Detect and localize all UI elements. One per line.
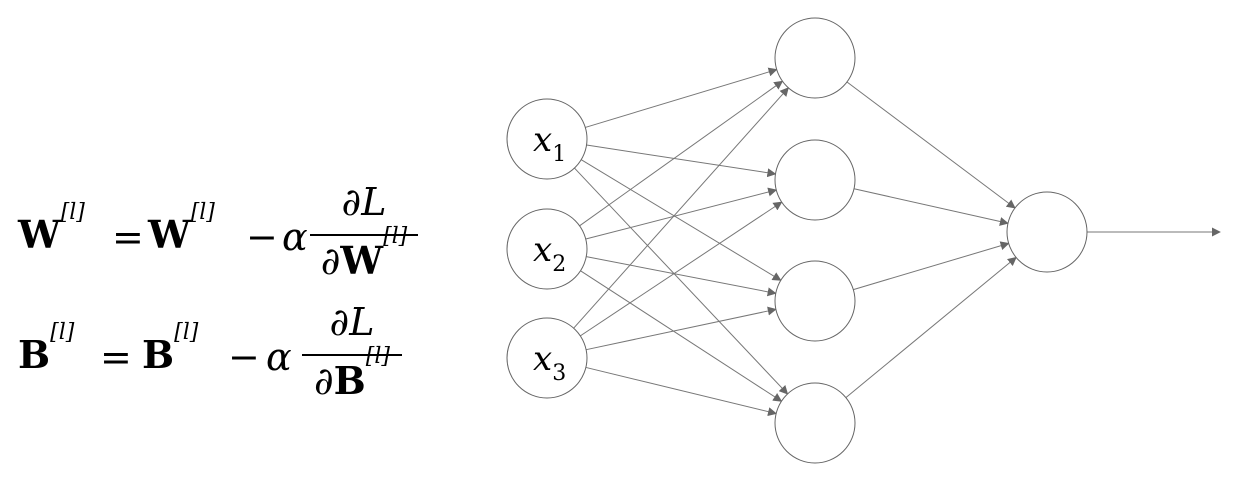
eq2-numerator: ∂L (329, 300, 375, 344)
eq2-fraction-bar (302, 354, 402, 356)
input-node-3 (506, 317, 588, 399)
eq1-lhs-sup: [l] (60, 200, 85, 225)
eq2-denominator: ∂B[l] (300, 344, 404, 403)
eq2-equals: = (100, 335, 132, 379)
eq2-rhs-sup: [l] (174, 320, 199, 345)
eq1-alpha: α (282, 215, 308, 259)
eq2-den-symbol: B (333, 358, 366, 403)
edge-hidden-2-output (853, 188, 1009, 226)
eq1-fraction: ∂L ∂W[l] (308, 180, 420, 290)
eq1-fraction-bar (310, 234, 418, 236)
output-node (1006, 191, 1088, 273)
edge-input-1-hidden-3 (580, 159, 782, 281)
update-equations: W[l] = W[l] − α ∂L ∂W[l] B[l] = B[l] − α… (18, 180, 438, 420)
edge-input-2-hidden-2 (585, 187, 778, 240)
edge-input-3-hidden-1 (573, 87, 789, 329)
eq2-fraction: ∂L ∂B[l] (300, 300, 404, 410)
eq1-den-sup: [l] (383, 224, 408, 249)
weight-update-equation: W[l] = W[l] − α ∂L ∂W[l] (18, 180, 438, 290)
edge-hidden-4-output (845, 256, 1017, 398)
edge-hidden-1-output (846, 81, 1016, 209)
eq1-lhs: W[l] (18, 202, 85, 254)
eq2-alpha: α (266, 335, 292, 379)
edge-input-1-hidden-4 (574, 167, 789, 395)
eq1-lhs-symbol: W (18, 212, 61, 257)
eq1-den-prefix: ∂ (320, 239, 341, 283)
eq2-minus: − (228, 335, 260, 379)
edge-hidden-3-output (853, 241, 1010, 291)
eq1-rhs: W[l] (148, 202, 215, 254)
eq1-denominator: ∂W[l] (308, 224, 420, 283)
hidden-node-2 (774, 139, 856, 221)
edge-input-3-hidden-4 (585, 366, 778, 417)
edge-input-1-hidden-2 (586, 144, 777, 178)
hidden-node-4 (774, 382, 856, 464)
eq2-den-prefix: ∂ (314, 359, 334, 403)
edge-input-1-hidden-1 (585, 67, 778, 128)
eq1-den-symbol: W (340, 238, 384, 283)
hidden-node-3 (774, 260, 856, 342)
edge-input-3-hidden-2 (580, 201, 783, 337)
input-node-2 (506, 208, 588, 290)
input-node-1 (506, 98, 588, 180)
eq1-numerator: ∂L (341, 180, 387, 224)
edge-input-2-hidden-3 (586, 256, 777, 297)
eq2-rhs: B[l] (142, 322, 198, 374)
network-edges (573, 67, 1221, 417)
eq2-lhs: B[l] (18, 322, 74, 374)
eq2-lhs-symbol: B (18, 332, 51, 377)
eq1-equals: = (112, 215, 144, 259)
eq1-rhs-symbol: W (148, 212, 191, 257)
edge-input-3-hidden-3 (586, 306, 777, 351)
eq1-minus: − (246, 215, 278, 259)
eq2-den-sup: [l] (365, 344, 390, 369)
hidden-node-1 (774, 17, 856, 99)
edge-input-2-hidden-4 (580, 270, 783, 402)
eq1-rhs-sup: [l] (190, 200, 215, 225)
eq2-rhs-symbol: B (142, 332, 175, 377)
eq2-lhs-sup: [l] (50, 320, 75, 345)
edge-input-2-hidden-1 (579, 80, 784, 227)
bias-update-equation: B[l] = B[l] − α ∂L ∂B[l] (18, 300, 438, 410)
